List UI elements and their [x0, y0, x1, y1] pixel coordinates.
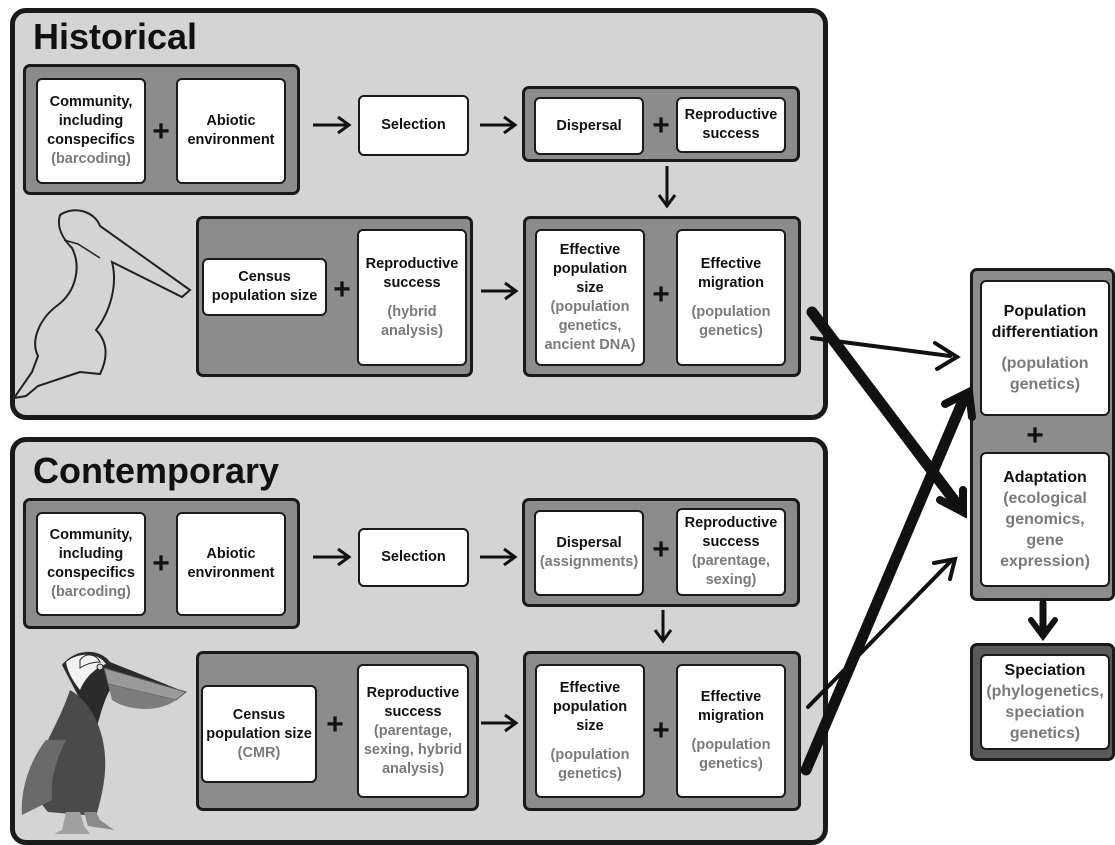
- contemporary-community-box: Community, including conspecifics (barco…: [36, 512, 146, 616]
- adaptation-box: Adaptation (ecological genomics, gene ex…: [980, 452, 1110, 587]
- historical-plus-4: +: [652, 278, 670, 311]
- outcome-arrows: [800, 306, 1058, 776]
- contemporary-census-box: Census population size (CMR): [201, 685, 317, 783]
- historical-abiotic-box: Abiotic environment: [176, 78, 286, 184]
- contemporary-plus-1: +: [152, 547, 170, 580]
- historical-eff-pop-box: Effective population size (population ge…: [535, 229, 645, 366]
- speciation-box: Speciation (phylogenetics, speciation ge…: [980, 654, 1110, 750]
- contemporary-plus-2: +: [652, 533, 670, 566]
- historical-plus-3: +: [333, 273, 351, 306]
- historical-plus-1: +: [152, 115, 170, 148]
- historical-title: Historical: [33, 16, 198, 57]
- contemporary-repro-top-box: Reproductive success (parentage, sexing): [676, 508, 786, 596]
- contemporary-eff-pop-box: Effective population size (population ge…: [535, 664, 645, 798]
- historical-dispersal-box: Dispersal: [534, 97, 644, 155]
- outcomes-plus: +: [1026, 419, 1044, 452]
- historical-census-box: Census population size: [202, 258, 327, 316]
- contemporary-repro-bottom-box: Reproductive success (parentage, sexing,…: [357, 664, 469, 798]
- differentiation-box: Population differentiation (population g…: [980, 280, 1110, 416]
- contemporary-dispersal-box: Dispersal (assignments): [534, 510, 644, 596]
- historical-selection-box: Selection: [358, 95, 469, 156]
- contemporary-selection-box: Selection: [358, 528, 469, 587]
- contemporary-arrows: [313, 547, 673, 733]
- contemporary-abiotic-box: Abiotic environment: [176, 512, 286, 616]
- pelican-outline-icon: [11, 209, 192, 400]
- historical-repro-top-box: Reproductive success: [676, 97, 786, 153]
- historical-repro-bottom-box: Reproductive success (hybrid analysis): [357, 229, 467, 366]
- historical-arrows: [313, 115, 677, 301]
- historical-community-box: Community, including conspecifics (barco…: [36, 78, 146, 184]
- contemporary-eff-mig-box: Effective migration (population genetics…: [676, 664, 786, 798]
- contemporary-title: Contemporary: [33, 450, 280, 491]
- historical-eff-mig-box: Effective migration (population genetics…: [676, 229, 786, 366]
- contemporary-plus-3: +: [326, 708, 344, 741]
- pelican-illustration-icon: [21, 651, 188, 834]
- historical-plus-2: +: [652, 109, 670, 142]
- contemporary-plus-4: +: [652, 714, 670, 747]
